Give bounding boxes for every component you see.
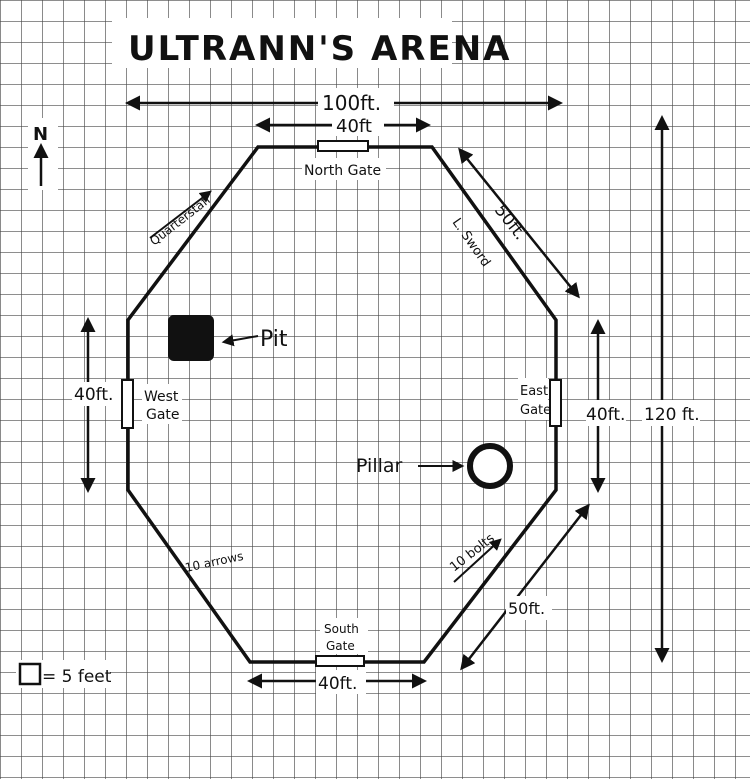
pillar-label: Pillar [356, 455, 403, 477]
grid-square-icon [18, 662, 42, 686]
total-height-label: 120 ft. [644, 405, 700, 425]
measure-se-wall: 50ft. [460, 503, 590, 671]
se-wall-label: 50ft. [508, 599, 545, 618]
compass-label: N [33, 124, 48, 145]
measure-top-width: 100ft. [125, 88, 563, 115]
south-gate-label-line2: Gate [326, 639, 355, 653]
pillar-feature: Pillar [356, 443, 513, 489]
measure-north-wall: 40ft [255, 112, 431, 137]
north-gate-label: North Gate [304, 163, 381, 179]
east-gate-label-line2: Gate [520, 403, 551, 418]
west-gate-label-line1: West [144, 389, 179, 405]
south-gate: South Gate [315, 618, 368, 667]
title-banner [112, 18, 452, 68]
north-gate: North Gate [302, 140, 386, 180]
north-wall-label: 40ft [336, 116, 372, 137]
pit-feature: Pit [168, 315, 288, 361]
south-gate-label-line1: South [324, 622, 359, 636]
map-title: ULTRANN'S ARENA [128, 29, 511, 69]
pillar-icon [467, 443, 513, 489]
measure-south-wall: 40ft. [247, 670, 427, 694]
east-gate: East Gate [518, 378, 562, 427]
south-wall-label: 40ft. [318, 674, 357, 694]
west-gate: West Gate [121, 379, 182, 429]
east-gate-label-line1: East [520, 384, 548, 399]
west-gate-label-line2: Gate [146, 407, 180, 423]
pit-icon [168, 315, 214, 361]
measure-east-wall: 40ft. [586, 319, 626, 493]
east-wall-label: 40ft. [586, 405, 625, 425]
north-compass: N [28, 118, 58, 190]
measure-west-wall: 40ft. [72, 317, 124, 493]
scale-label: = 5 feet [42, 667, 112, 687]
measure-total-height: 120 ft. [642, 115, 700, 663]
top-width-label: 100ft. [322, 91, 381, 115]
scale-legend: = 5 feet [16, 660, 112, 688]
pit-label: Pit [260, 327, 288, 352]
west-wall-label: 40ft. [74, 385, 113, 405]
